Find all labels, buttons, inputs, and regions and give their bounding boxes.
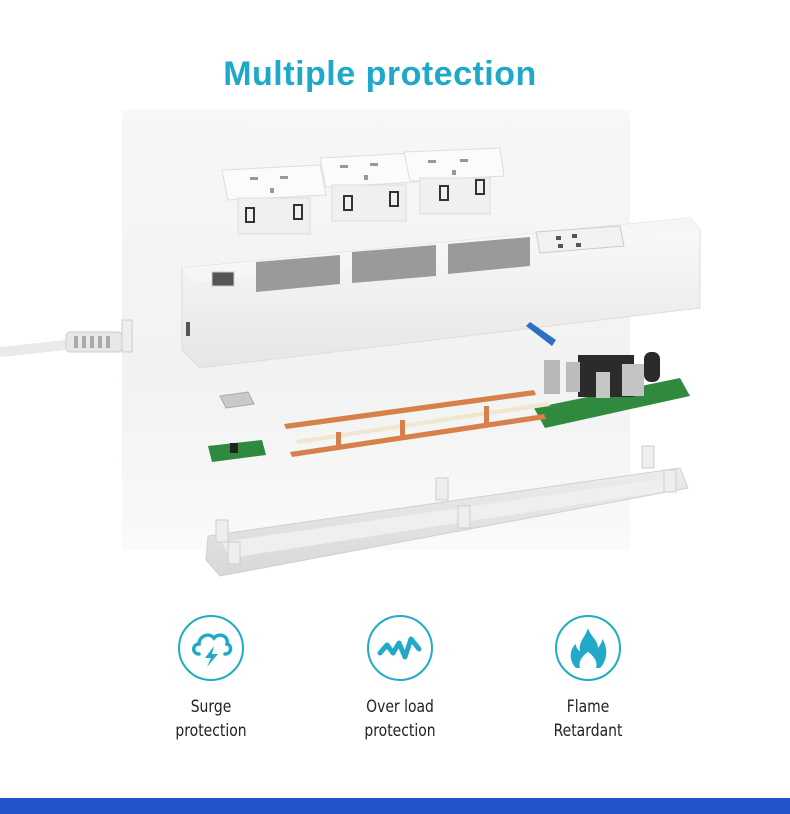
zigzag-wave-icon bbox=[367, 615, 433, 681]
power-switch-slot bbox=[211, 271, 235, 287]
feature-label-line2: protection bbox=[364, 721, 436, 741]
copper-busbars bbox=[284, 390, 550, 457]
power-strip-housing bbox=[181, 217, 701, 369]
bottom-cover bbox=[205, 445, 689, 577]
storm-cloud-lightning-icon bbox=[178, 615, 244, 681]
feature-label-line1: Over load bbox=[366, 697, 434, 717]
feature-flame-retardant: Flame Retardant bbox=[518, 615, 658, 743]
page-title: Multiple protection bbox=[223, 55, 537, 93]
power-strip-exploded-illustration bbox=[0, 147, 701, 577]
feature-label-line1: Flame bbox=[566, 697, 610, 717]
switch-pcb bbox=[208, 440, 266, 462]
blue-clip bbox=[526, 322, 556, 346]
socket-module-3 bbox=[403, 147, 505, 215]
socket-module-1 bbox=[221, 164, 327, 235]
socket-module-2 bbox=[319, 152, 419, 222]
main-pcb bbox=[534, 352, 690, 428]
feature-label-line1: Surge bbox=[190, 697, 232, 717]
power-cord bbox=[0, 319, 133, 357]
feature-surge-protection: Surge protection bbox=[141, 615, 281, 743]
bottom-color-bar bbox=[0, 798, 790, 814]
switch-cover bbox=[219, 391, 255, 409]
feature-label-line2: protection bbox=[175, 721, 247, 741]
feature-overload-protection: Over load protection bbox=[330, 615, 470, 743]
feature-label-line2: Retardant bbox=[553, 721, 623, 741]
flame-icon bbox=[555, 615, 621, 681]
